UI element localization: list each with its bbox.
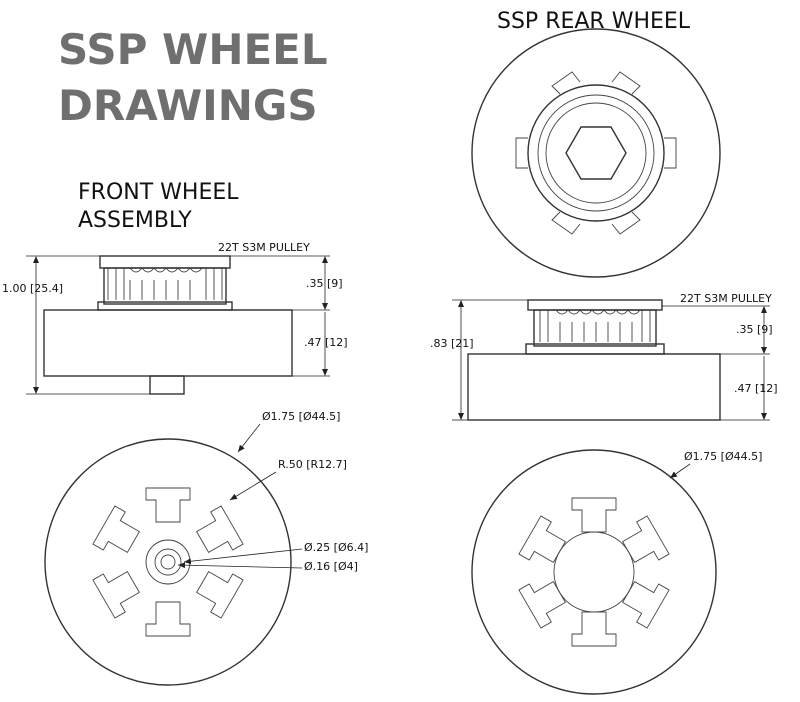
front-pulley-flange-bottom — [97, 301, 233, 311]
front-hub-bore — [160, 554, 176, 570]
rear-dim-total-height: .83 [21] — [430, 337, 474, 350]
front-dim-hub-outer: Ø.25 [Ø6.4] — [304, 541, 368, 554]
front-hub-outer — [145, 539, 191, 585]
rear-pulley-body — [533, 309, 657, 347]
rear-top-outer-circle — [471, 28, 721, 278]
drawings-title-line1: SSP WHEEL — [58, 25, 328, 74]
front-dim-total-height: 1.00 [25.4] — [2, 282, 63, 295]
front-dim-pulley-height: .35 [9] — [306, 277, 343, 290]
rear-wheel-body — [467, 353, 721, 421]
rear-dim-wheel-height: .47 [12] — [734, 382, 778, 395]
front-pulley-body — [103, 267, 227, 305]
front-dim-radius: R.50 [R12.7] — [278, 458, 347, 471]
rear-pulley-flange-top — [527, 299, 663, 311]
front-face-view — [44, 438, 292, 686]
rear-side-view — [467, 299, 721, 421]
rear-face-dimensions: Ø1.75 [Ø44.5] — [669, 450, 762, 479]
rear-dim-pulley-height: .35 [9] — [736, 323, 773, 336]
rear-hex-bore — [565, 126, 627, 180]
front-axle — [149, 375, 185, 395]
rear-dimensions: 22T S3M PULLEY .35 [9] .47 [12] .83 [21] — [430, 292, 778, 421]
rear-pulley-flange — [527, 84, 665, 222]
rear-pulley-ring — [537, 94, 655, 212]
front-heading-line1: FRONT WHEEL — [78, 180, 239, 205]
front-face-dimensions: Ø1.75 [Ø44.5] R.50 [R12.7] Ø.25 [Ø6.4] Ø… — [177, 410, 368, 573]
rear-pulley-label: 22T S3M PULLEY — [680, 292, 772, 305]
front-dim-diameter: Ø1.75 [Ø44.5] — [262, 410, 340, 423]
front-wheel-outer-circle — [44, 438, 292, 686]
rear-pulley-inner-ring — [545, 102, 647, 204]
rear-heading: SSP REAR WHEEL — [497, 9, 691, 34]
front-pulley-label: 22T S3M PULLEY — [218, 241, 310, 254]
front-pulley-flange-top — [99, 255, 231, 269]
rear-top-view — [471, 28, 721, 278]
front-dimensions: 1.00 [25.4] 22T S3M PULLEY .35 [9] .47 [… — [2, 241, 348, 395]
rear-face-view — [471, 449, 717, 695]
front-hub-ring — [154, 548, 182, 576]
front-heading-line2: ASSEMBLY — [78, 208, 192, 233]
rear-center-bore — [553, 531, 635, 613]
drawings-title-line2: DRAWINGS — [58, 81, 318, 130]
front-dim-hub-inner: Ø.16 [Ø4] — [304, 560, 358, 573]
front-wheel-body — [43, 309, 293, 377]
front-side-view — [43, 255, 293, 395]
rear-dim-diameter: Ø1.75 [Ø44.5] — [684, 450, 762, 463]
front-dim-wheel-height: .47 [12] — [304, 336, 348, 349]
rear-wheel-outer-circle — [471, 449, 717, 695]
